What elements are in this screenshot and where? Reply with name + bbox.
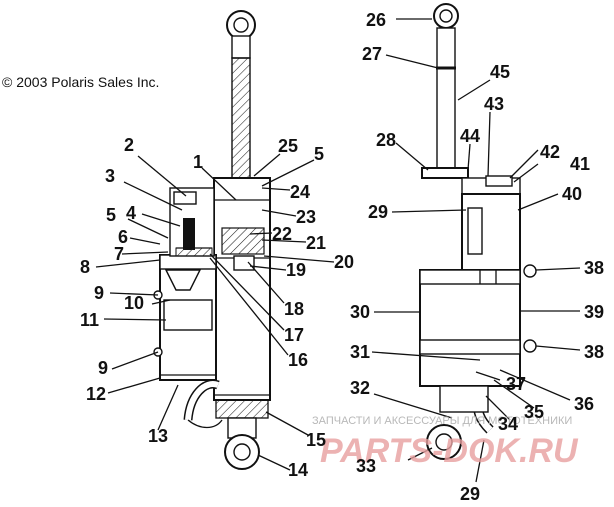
callout-30: 30	[350, 302, 370, 322]
callout-44: 44	[460, 126, 480, 146]
right-shock-assembly	[419, 3, 537, 460]
callout-1: 1	[193, 152, 203, 172]
callout-22: 22	[272, 224, 292, 244]
callout-36: 36	[574, 394, 594, 414]
right-leader-lines	[371, 18, 581, 483]
right-piston-rod	[436, 27, 456, 169]
callout-7: 7	[114, 244, 124, 264]
callout-5-left: 5	[106, 205, 116, 225]
callout-9-upper: 9	[94, 283, 104, 303]
right-nitrogen-valve	[485, 175, 513, 187]
callout-11: 11	[80, 310, 99, 330]
callout-12: 12	[86, 384, 106, 404]
callout-23: 23	[296, 207, 316, 227]
callout-16: 16	[288, 350, 308, 370]
right-spring-canister	[419, 269, 521, 387]
callout-45: 45	[490, 62, 510, 82]
watermark-text: ЗАПЧАСТИ И АКСЕССУАРЫ ДЛЯ МОТОТЕХНИКИ	[312, 415, 572, 427]
left-adjuster-screw	[183, 218, 195, 250]
callout-6: 6	[118, 227, 128, 247]
callout-10: 10	[124, 293, 144, 313]
callout-29-upper: 29	[368, 202, 388, 222]
left-shock-assembly	[153, 10, 271, 470]
callout-17: 17	[284, 325, 304, 345]
callout-20: 20	[334, 252, 354, 272]
callout-40: 40	[562, 184, 582, 204]
callout-38-upper: 38	[584, 258, 604, 278]
callout-32: 32	[350, 378, 370, 398]
left-shock-body	[213, 177, 271, 401]
callout-39: 39	[584, 302, 604, 322]
callout-34: 34	[498, 414, 518, 434]
callout-27: 27	[362, 44, 382, 64]
callout-labels: 1 2 3 4 5 6 7 8 9 10 11 9 12 13 14 15 16…	[80, 10, 604, 504]
callout-18: 18	[284, 299, 304, 319]
callout-43: 43	[484, 94, 504, 114]
left-piston-rod	[231, 57, 251, 179]
left-leader-lines	[95, 153, 335, 471]
callout-33: 33	[356, 456, 376, 476]
callout-19: 19	[286, 260, 306, 280]
watermark-logo: PARTS-DOK.RU	[320, 432, 579, 470]
callout-5-right: 5	[314, 144, 324, 164]
callout-13: 13	[148, 426, 168, 446]
callout-28: 28	[376, 130, 396, 150]
callout-3: 3	[105, 166, 115, 186]
callout-29-lower: 29	[460, 484, 480, 504]
callout-38-lower: 38	[584, 342, 604, 362]
callout-4: 4	[126, 203, 136, 223]
left-lower-seal	[215, 399, 269, 419]
callout-14: 14	[288, 460, 308, 480]
left-valve-stack	[221, 227, 265, 255]
right-top-cap	[421, 167, 469, 179]
callout-8: 8	[80, 257, 90, 277]
callout-2: 2	[124, 135, 134, 155]
callout-41: 41	[570, 154, 590, 174]
callout-15: 15	[306, 430, 326, 450]
callout-37: 37	[506, 374, 526, 394]
callout-42: 42	[540, 142, 560, 162]
callout-35: 35	[524, 402, 544, 422]
callout-31: 31	[350, 342, 370, 362]
callout-24: 24	[290, 182, 310, 202]
callout-26: 26	[366, 10, 386, 30]
callout-21: 21	[306, 233, 326, 253]
callout-9-lower: 9	[98, 358, 108, 378]
watermark: ЗАПЧАСТИ И АКСЕССУАРЫ ДЛЯ МОТОТЕХНИКИ PA…	[312, 415, 579, 470]
copyright-notice: © 2003 Polaris Sales Inc.	[2, 74, 160, 90]
callout-25: 25	[278, 136, 298, 156]
